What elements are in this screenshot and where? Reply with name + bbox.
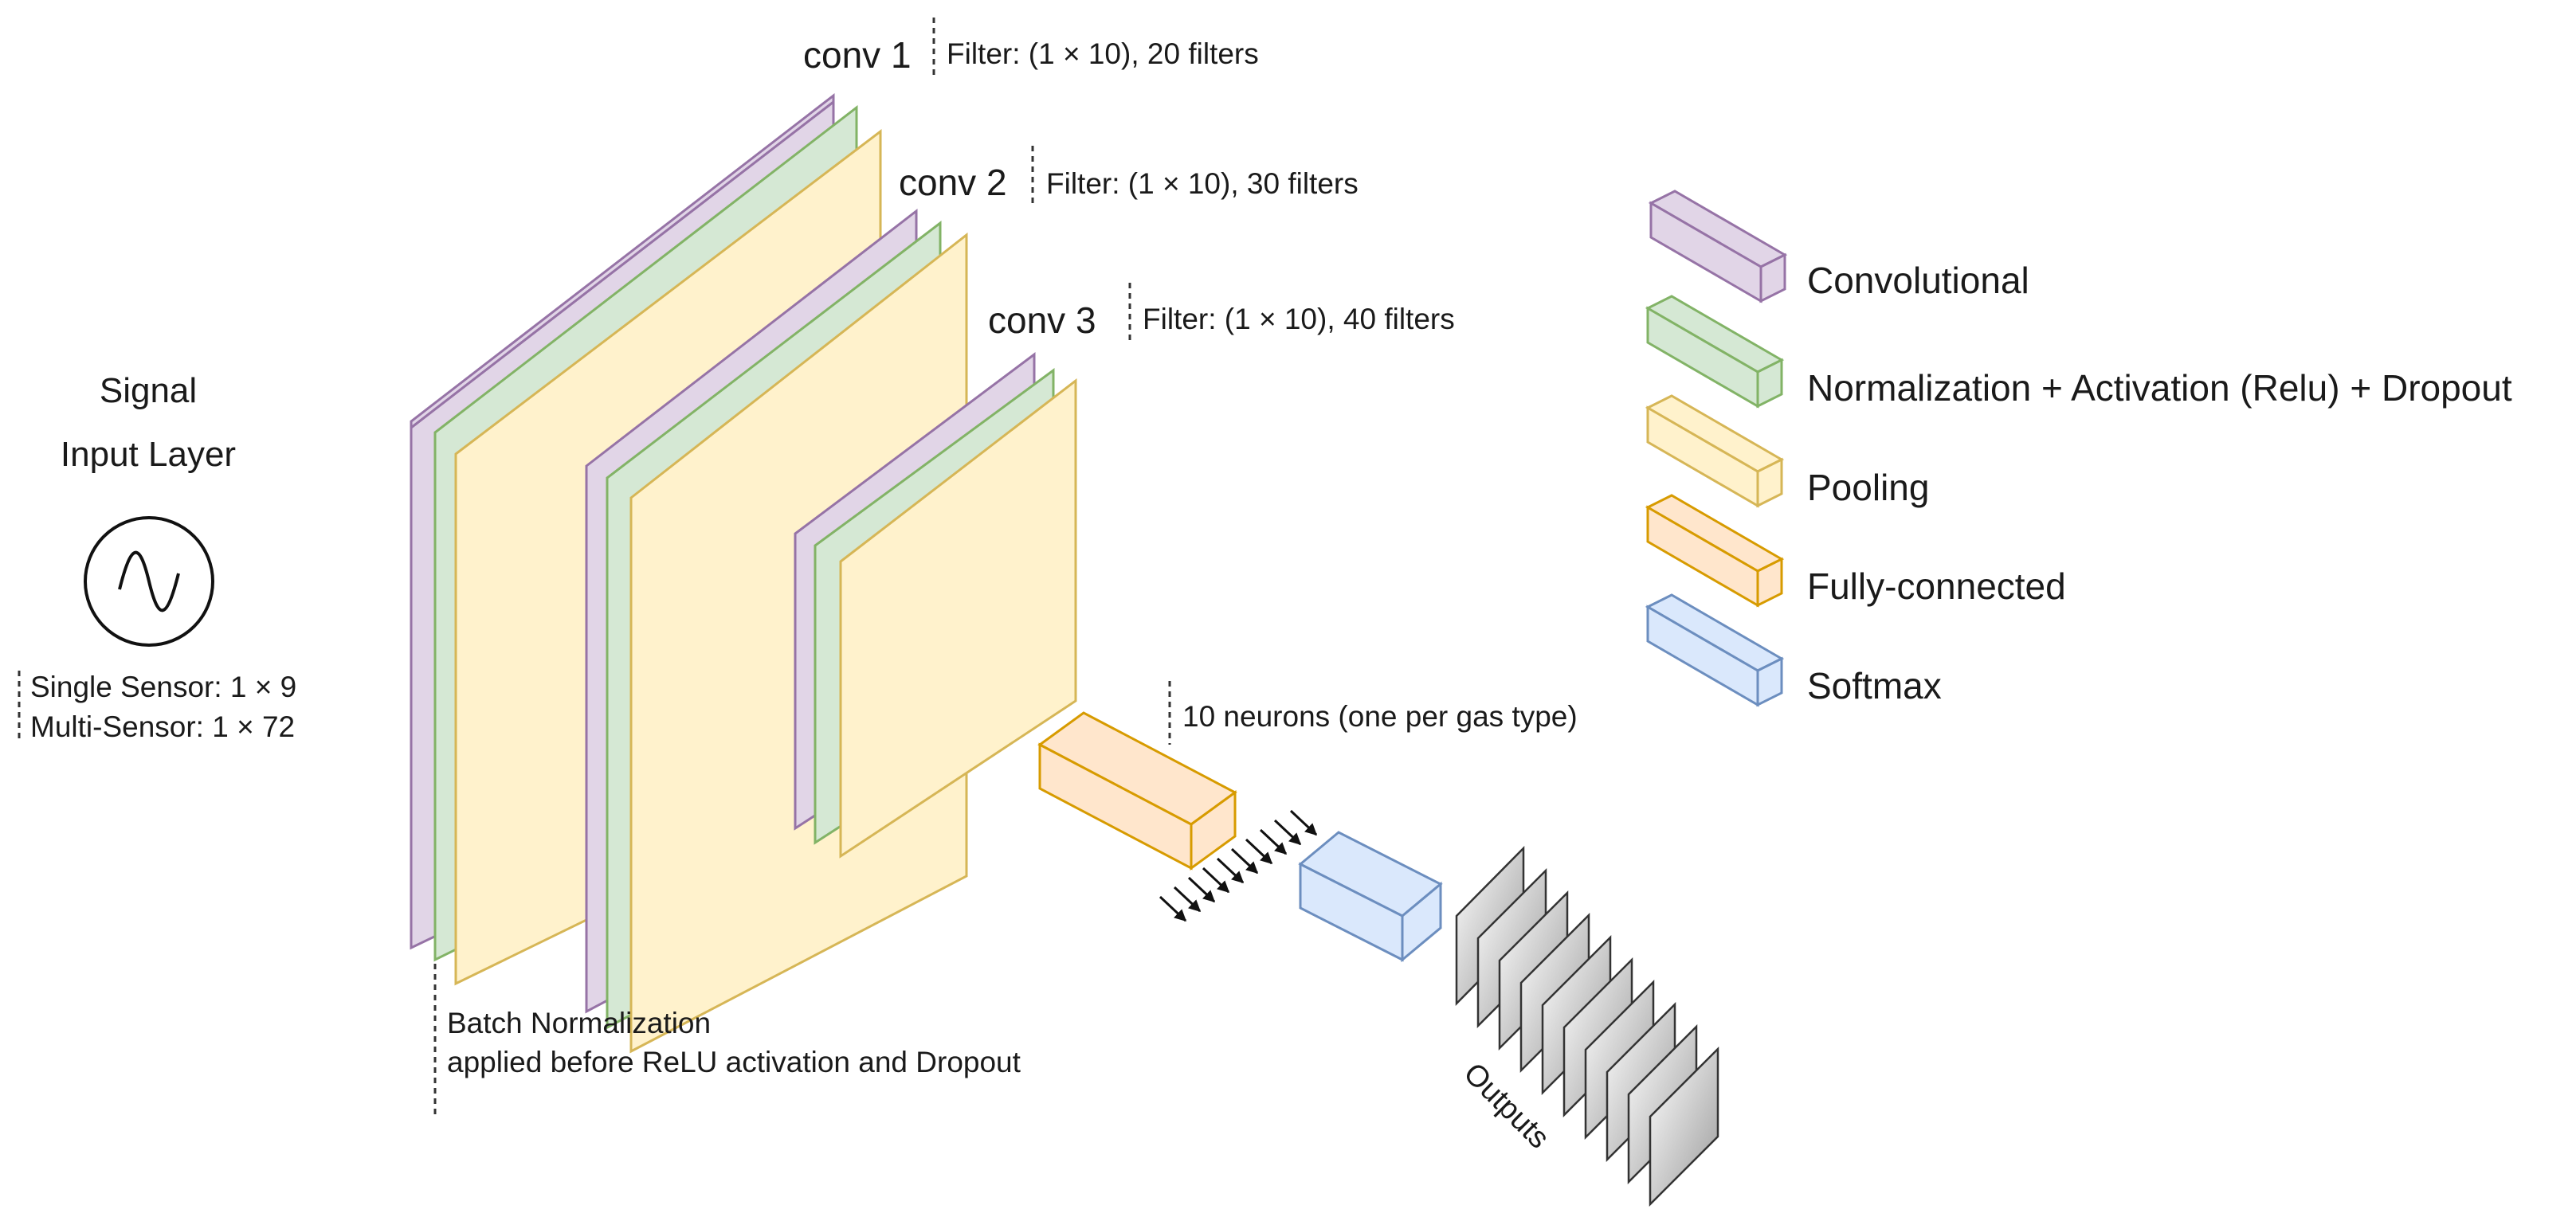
conv2-name: conv 2 <box>899 162 1007 203</box>
input-title-line2: Input Layer <box>61 435 236 474</box>
legend-swatch-normalization-side <box>1756 358 1783 409</box>
sine-wave-path <box>118 550 180 612</box>
legend-label-softmax: Softmax <box>1807 665 1942 706</box>
arrow-4 <box>1245 838 1273 865</box>
batch-norm-note: Batch Normalization applied before ReLU … <box>433 964 1021 1115</box>
softmax-side-face <box>1401 881 1442 963</box>
conv1-name: conv 1 <box>803 34 912 76</box>
legend-item-pooling: Pooling <box>1645 394 1929 508</box>
legend-item-convolutional: Convolutional <box>1648 190 2029 303</box>
conv2-filter-label: Filter: (1 × 10), 30 filters <box>1046 167 1359 200</box>
arrow-10 <box>1159 895 1187 922</box>
conv3-filter-label: Filter: (1 × 10), 40 filters <box>1143 303 1455 335</box>
arrow-3 <box>1259 828 1288 855</box>
fully-connected-layer: 10 neurons (one per gas type) <box>1037 681 1578 871</box>
conv3-name: conv 3 <box>988 299 1096 341</box>
arrow-9 <box>1173 886 1202 913</box>
conv-block-3 <box>794 352 1077 859</box>
fc-side-face <box>1190 790 1237 871</box>
conv1-filter-label: Filter: (1 × 10), 20 filters <box>947 37 1259 70</box>
arrow-8 <box>1187 876 1216 903</box>
conv-block-2 <box>585 208 968 1054</box>
conv-labels: conv 1 Filter: (1 × 10), 20 filters conv… <box>803 18 1455 342</box>
legend-label-pooling: Pooling <box>1807 467 1929 508</box>
arrow-5 <box>1230 847 1259 875</box>
batch-note-line2: applied before ReLU activation and Dropo… <box>447 1046 1021 1078</box>
arrow-6 <box>1216 857 1245 884</box>
softmax-layer <box>1298 831 1443 963</box>
legend-swatch-pooling-side <box>1756 457 1783 508</box>
arrow-2 <box>1273 819 1302 846</box>
output-sheets <box>1455 845 1719 1207</box>
arrow-1 <box>1289 809 1318 836</box>
legend-swatch-fully-connected-side <box>1756 557 1783 608</box>
legend-label-convolutional: Convolutional <box>1807 260 2029 301</box>
arrow-7 <box>1202 867 1230 894</box>
legend-swatch-convolutional-side <box>1759 252 1786 303</box>
multi-sensor-label: Multi-Sensor: 1 × 72 <box>30 710 295 743</box>
legend-item-softmax: Softmax <box>1645 593 1942 707</box>
legend-item-normalization: Normalization + Activation (Relu) + Drop… <box>1645 295 2512 409</box>
batch-note-line1: Batch Normalization <box>447 1007 711 1039</box>
outputs-label: Outputs <box>1457 1057 1556 1156</box>
conv3-pool-layer <box>839 378 1077 859</box>
legend: Convolutional Normalization + Activation… <box>1645 190 2512 707</box>
single-sensor-label: Single Sensor: 1 × 9 <box>30 671 296 703</box>
fc-note-label: 10 neurons (one per gas type) <box>1182 700 1578 733</box>
legend-swatch-softmax-side <box>1756 656 1783 707</box>
legend-item-fully-connected: Fully-connected <box>1645 494 2066 608</box>
signal-input-layer: Signal Input Layer Single Sensor: 1 × 9 … <box>18 371 296 743</box>
legend-label-normalization: Normalization + Activation (Relu) + Drop… <box>1807 367 2512 409</box>
input-title-line1: Signal <box>100 371 197 410</box>
output-sheet-10 <box>1649 1046 1719 1207</box>
legend-label-fully-connected: Fully-connected <box>1807 565 2066 607</box>
fc-to-softmax-arrows <box>1159 809 1318 922</box>
